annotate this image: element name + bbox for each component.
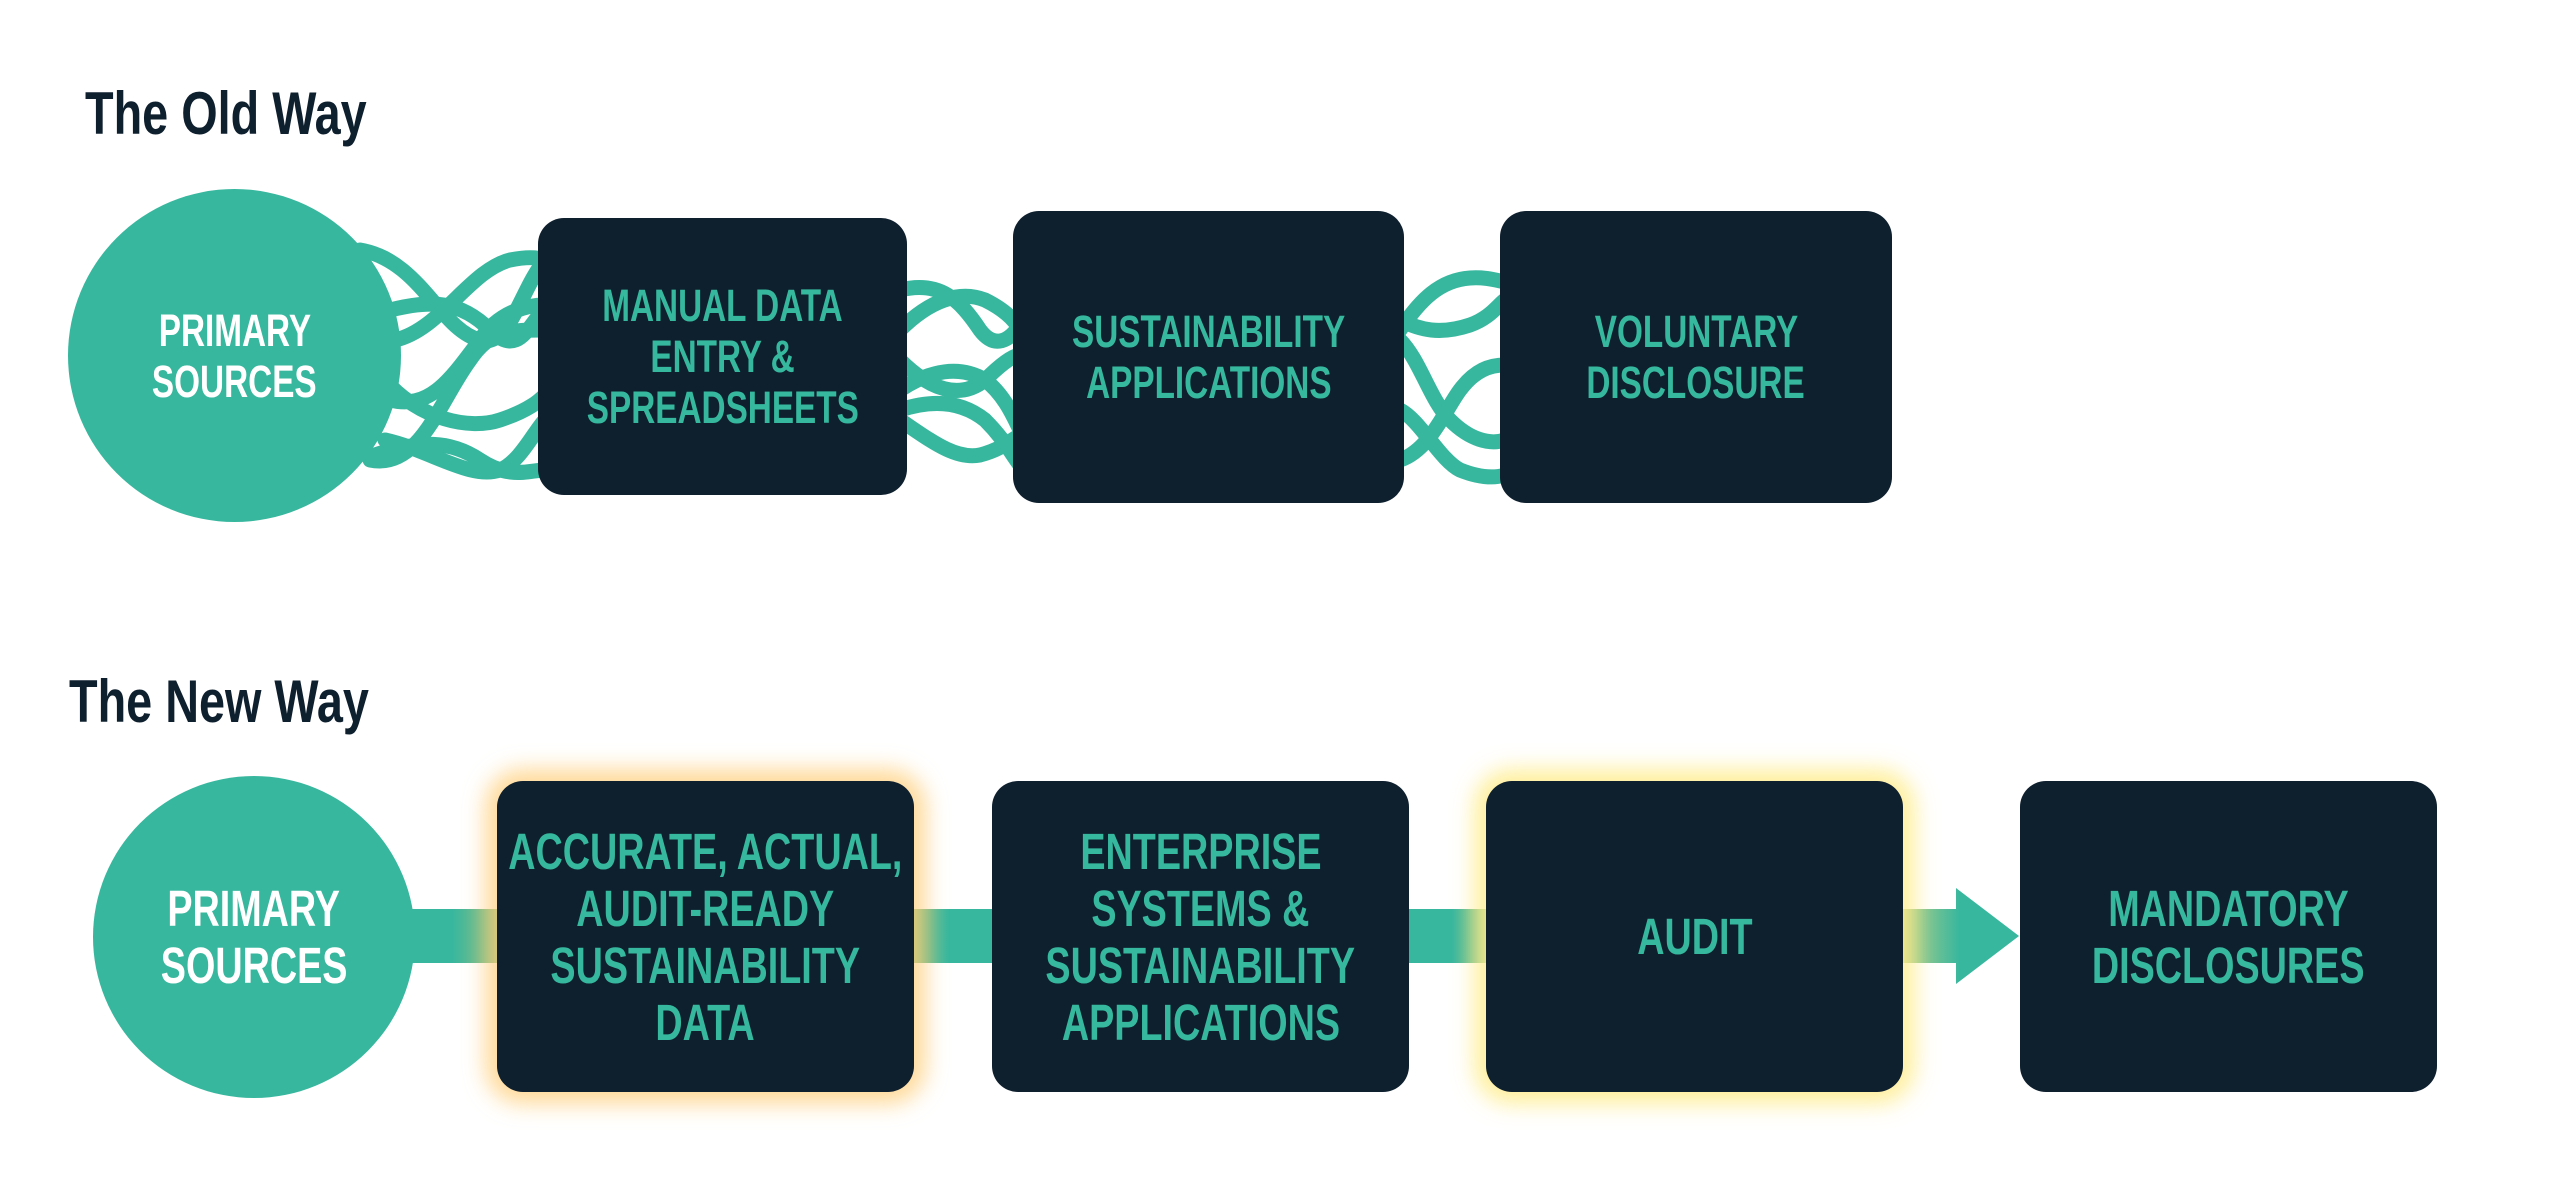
step-label: MANUAL DATA ENTRY & SPREADSHEETS [539,280,907,433]
tangled-connector-curve [377,372,553,432]
connector-bar [905,909,1000,963]
step-label-line: DISCLOSURES [2092,936,2365,994]
tangled-connector-curve [1392,357,1513,468]
step-label-line: AUDIT [1636,908,1753,965]
step-label: AUDIT [1617,908,1773,965]
tangled-connector-curve [1392,270,1513,338]
new-way-title: The New Way [69,668,369,735]
step-label-line: AUDIT-READY [576,879,835,937]
step-label-line: DISCLOSURE [1586,357,1806,408]
tangled-connector-curve [387,250,553,348]
step-label: VOLUNTARY DISCLOSURE [1548,306,1843,408]
source-label-line: PRIMARY [158,304,311,356]
new-way-step-mandatory-disclosures: MANDATORY DISCLOSURES [2020,781,2437,1092]
source-label-line: SOURCES [160,937,348,994]
source-label-line: SOURCES [152,355,317,407]
final-arrow [1900,888,2019,984]
step-label-line: SUSTAINABILITY [1071,306,1346,357]
step-label-line: SUSTAINABILITY [1045,936,1356,994]
step-label-line: MANDATORY [2108,879,2349,937]
step-label-line: APPLICATIONS [1061,993,1340,1051]
source-label: PRIMARY SOURCES [123,305,346,407]
step-label: ACCURATE, ACTUAL, AUDIT-READY SUSTAINABI… [439,823,972,1051]
new-way-step-audit: AUDIT [1486,781,1903,1092]
new-way-step-audit-ready-data: ACCURATE, ACTUAL, AUDIT-READY SUSTAINABI… [497,781,914,1092]
source-label-line: PRIMARY [167,880,341,937]
step-label-line: APPLICATIONS [1085,357,1332,408]
step-label: SUSTAINABILITY APPLICATIONS [1024,306,1393,408]
tangled-connector-curve [1392,292,1513,338]
tangled-connector-curve [1392,402,1513,485]
new-way-source-circle: PRIMARY SOURCES [93,776,415,1098]
tangled-connector-curve [892,395,1028,473]
step-label-line: ENTRY & [650,331,795,382]
tangled-connector-curve [892,279,1028,349]
old-way-step-manual-data-entry: MANUAL DATA ENTRY & SPREADSHEETS [538,218,907,495]
step-label: MANDATORY DISCLOSURES [2044,880,2412,994]
step-label-line: ENTERPRISE [1079,822,1322,880]
step-label: ENTERPRISE SYSTEMS & SUSTAINABILITY APPL… [991,823,1409,1051]
step-label-line: VOLUNTARY [1594,306,1798,357]
old-way-step-sustainability-applications: SUSTAINABILITY APPLICATIONS [1013,211,1404,503]
connector-bar [1400,909,1495,963]
tangled-connector-curve [377,412,553,480]
source-label: PRIMARY SOURCES [128,880,380,994]
tangled-connector-curve [892,288,1028,338]
step-label-line: SUSTAINABILITY [550,936,861,994]
step-label-line: SPREADSHEETS [586,382,859,433]
old-way-title: The Old Way [85,80,367,147]
step-label-line: DATA [655,993,756,1051]
step-label-line: ACCURATE, ACTUAL, [508,822,903,880]
step-label-line: MANUAL DATA [602,280,843,331]
old-way-step-voluntary-disclosure: VOLUNTARY DISCLOSURE [1500,211,1892,503]
new-way-step-enterprise-systems: ENTERPRISE SYSTEMS & SUSTAINABILITY APPL… [992,781,1409,1092]
old-way-source-circle: PRIMARY SOURCES [68,189,401,522]
step-label-line: SYSTEMS & [1091,879,1310,937]
